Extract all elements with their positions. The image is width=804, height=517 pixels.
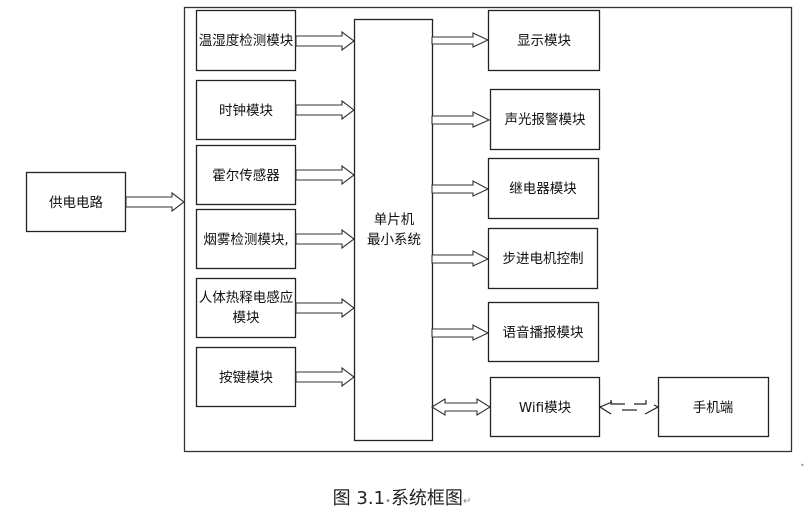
input-block-smoke: 烟雾检测模块, bbox=[195, 208, 297, 270]
output-block-relay: 继电器模块 bbox=[487, 157, 600, 220]
mcu-label-line2: 最小系统 bbox=[367, 232, 421, 248]
power-box bbox=[25, 171, 127, 233]
mcu-box bbox=[353, 18, 434, 442]
caption-number: 图 3.1 bbox=[332, 488, 386, 509]
input-block-pir: 人体热释电感应 模块 bbox=[195, 277, 297, 339]
output-block-stepper: 步进电机控制 bbox=[487, 227, 599, 290]
wireless-arrowhead-left bbox=[598, 401, 613, 415]
output-label: 声光报警模块 bbox=[505, 112, 586, 128]
mcu-label-line1: 单片机 bbox=[374, 212, 415, 228]
output-label: 步进电机控制 bbox=[503, 251, 584, 267]
input-label: 模块 bbox=[233, 310, 260, 326]
paragraph-mark-icon: ↵ bbox=[462, 496, 472, 507]
input-arrow bbox=[295, 30, 355, 52]
system-frame bbox=[183, 6, 793, 453]
input-arrow bbox=[295, 164, 355, 186]
wireless-dash bbox=[634, 400, 647, 405]
output-arrow bbox=[431, 111, 491, 128]
output-block-wifi: Wifi模块 bbox=[489, 376, 601, 438]
phone-label: 手机端 bbox=[693, 400, 734, 416]
wireless-link-dashed-arrow bbox=[598, 400, 660, 415]
input-block-clock: 时钟模块 bbox=[195, 79, 297, 141]
input-label: 时钟模块 bbox=[219, 102, 273, 119]
input-box bbox=[195, 144, 297, 206]
power-label: 供电电路 bbox=[49, 195, 103, 211]
power-arrow bbox=[125, 191, 185, 213]
phone-box bbox=[657, 376, 770, 438]
output-block-alarm: 声光报警模块 bbox=[489, 88, 601, 151]
figure-caption: 图 3.1•系统框图↵ bbox=[0, 484, 804, 510]
input-label: 霍尔传感器 bbox=[212, 167, 280, 184]
output-box bbox=[487, 9, 601, 72]
output-label: Wifi模块 bbox=[519, 400, 572, 416]
output-block-display: 显示模块 bbox=[487, 9, 601, 72]
output-arrow bbox=[431, 32, 490, 48]
caption-title: 系统框图 bbox=[390, 488, 463, 509]
output-arrow bbox=[431, 180, 490, 197]
input-label: 温湿度检测模块 bbox=[199, 33, 294, 49]
output-box bbox=[489, 376, 601, 438]
input-label: 人体热释电感应 bbox=[199, 289, 294, 306]
output-arrow bbox=[431, 324, 490, 341]
wifi-bidirectional-arrow bbox=[430, 398, 492, 416]
input-box bbox=[195, 208, 297, 270]
wireless-arrowhead-right bbox=[644, 404, 660, 415]
input-block-temp-humidity: 温湿度检测模块 bbox=[195, 9, 297, 72]
output-arrow bbox=[431, 250, 490, 267]
wireless-dash bbox=[610, 400, 625, 405]
output-box bbox=[487, 157, 600, 220]
paragraph-mark-icon: • bbox=[800, 461, 804, 470]
input-arrow bbox=[295, 99, 355, 121]
input-label: 按键模块 bbox=[219, 370, 273, 386]
output-label: 显示模块 bbox=[517, 33, 571, 49]
input-arrow bbox=[295, 228, 355, 250]
phone-block: 手机端 bbox=[657, 376, 770, 438]
input-box bbox=[195, 9, 297, 72]
output-label: 语音播报模块 bbox=[503, 324, 584, 341]
output-box bbox=[487, 301, 600, 363]
output-block-voice: 语音播报模块 bbox=[487, 301, 600, 363]
input-label: 烟雾检测模块, bbox=[203, 232, 288, 248]
output-box bbox=[487, 227, 599, 290]
input-box bbox=[195, 346, 297, 408]
input-arrow bbox=[295, 297, 355, 319]
output-box bbox=[489, 88, 601, 151]
power-block: 供电电路 bbox=[25, 171, 127, 233]
input-block-keys: 按键模块 bbox=[195, 346, 297, 408]
input-arrow bbox=[295, 366, 355, 388]
mcu-block: 单片机 最小系统 bbox=[353, 18, 434, 442]
input-block-hall-sensor: 霍尔传感器 bbox=[195, 144, 297, 206]
caption-separator: • bbox=[385, 496, 391, 507]
output-label: 继电器模块 bbox=[509, 181, 577, 197]
input-box bbox=[195, 277, 297, 339]
